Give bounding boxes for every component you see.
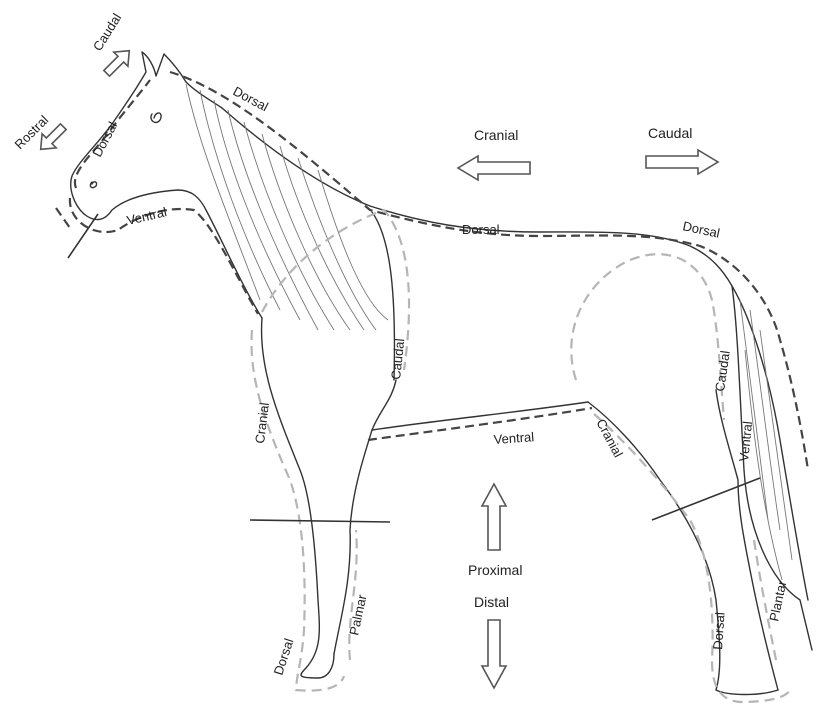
hindleg-cranial-guide	[571, 254, 724, 420]
proximal-arrow	[482, 484, 506, 550]
foreleg-cranial-label: Cranial	[252, 402, 272, 445]
neck-dorsal-label: Dorsal	[231, 83, 271, 114]
foreleg-front-outline	[262, 318, 334, 678]
head-ventral-label: Ventral	[125, 204, 168, 228]
cranial-arrow	[458, 156, 530, 180]
caudal-label: Caudal	[648, 125, 692, 141]
fore-dorsal-label: Dorsal	[271, 636, 297, 676]
dorsal-ventral-guides	[56, 72, 808, 470]
hindleg-cut-line	[652, 478, 760, 520]
back-dorsal-label: Dorsal	[462, 222, 500, 237]
foreleg-cranial-guide	[251, 330, 344, 691]
head-dorsal-label: Dorsal	[89, 119, 120, 159]
cranial-arrow-shape	[458, 156, 530, 180]
proximal-label: Proximal	[468, 562, 522, 578]
tail-ventral-label: Ventral	[736, 420, 755, 462]
fore-palmar-label: Palmar	[346, 593, 369, 637]
rump-dorsal-label: Dorsal	[681, 218, 721, 241]
shoulder-caudal-label: Caudal	[388, 338, 407, 381]
mane-hair	[186, 84, 388, 330]
tail-caudal-label: Caudal	[712, 349, 733, 392]
hind-dorsal-label: Dorsal	[710, 612, 728, 651]
distal-label: Distal	[474, 594, 509, 610]
hindleg-front-guide	[594, 414, 790, 702]
eye-icon	[151, 113, 161, 123]
head-caudal-label: Caudal	[90, 11, 125, 54]
muzzle-guide	[56, 208, 70, 228]
distal-arrow	[482, 620, 506, 688]
cranial-caudal-guides	[251, 210, 790, 702]
distal-arrow-shape	[482, 620, 506, 688]
belly-ventral-guide	[368, 408, 592, 440]
nostril-icon	[90, 182, 96, 188]
foreleg-cut-line	[250, 520, 390, 522]
caudal-arrow-shape	[646, 150, 718, 174]
proximal-arrow-shape	[482, 484, 506, 550]
belly-ventral-label: Ventral	[493, 429, 535, 447]
cranial-label: Cranial	[474, 127, 518, 143]
muzzle-cut-line	[68, 214, 98, 258]
caudal-arrow	[646, 150, 718, 174]
hind-plantar-label: Plantar	[766, 579, 789, 623]
horse-outline	[71, 52, 812, 695]
